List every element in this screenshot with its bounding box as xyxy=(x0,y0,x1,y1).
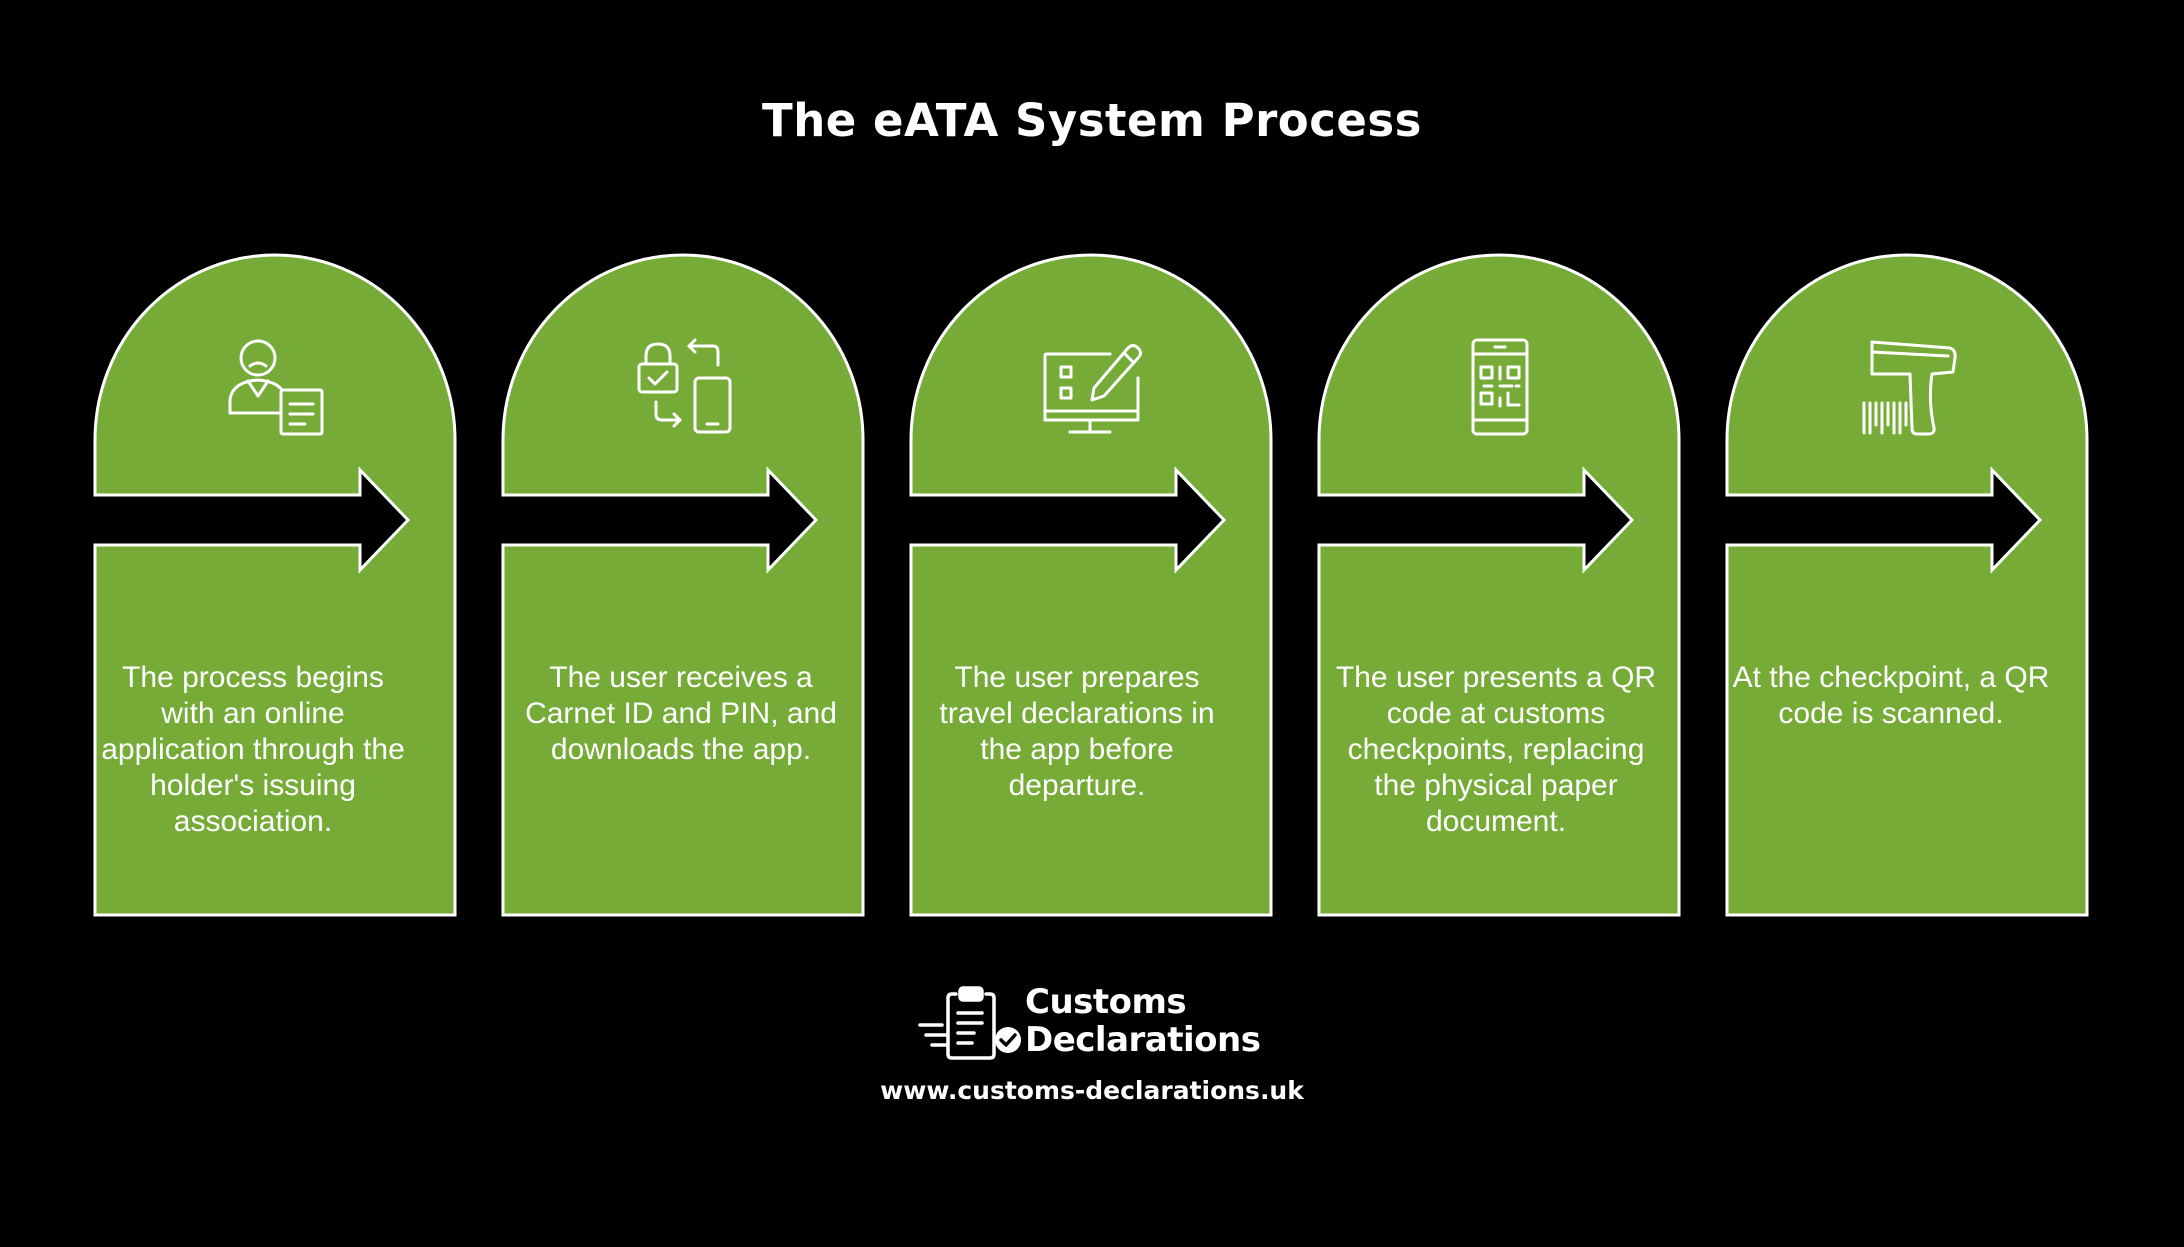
step-card-4 xyxy=(1317,253,1681,917)
diagram-title: The eATA System Process xyxy=(762,94,1422,147)
step-card-2 xyxy=(501,253,865,917)
brand-url: www.customs-declarations.uk xyxy=(880,1076,1304,1105)
barcode-scanner-icon xyxy=(1862,340,1957,436)
step-4-description: The user presents a QR code at customs c… xyxy=(1335,661,1657,838)
step-3-description: The user prepares travel declarations in… xyxy=(939,661,1215,802)
step-card-3-shape xyxy=(909,253,1273,917)
person-document-icon xyxy=(228,339,324,436)
step-1-description: The process begins with an online applic… xyxy=(101,661,405,838)
step-2-description: The user receives a Carnet ID and PIN, a… xyxy=(525,661,837,766)
phone-qr-code-icon xyxy=(1471,338,1529,436)
step-card-5-shape xyxy=(1725,253,2089,917)
step-card-3 xyxy=(909,253,1273,917)
step-card-1 xyxy=(93,253,457,917)
step-5-description: At the checkpoint, a QR code is scanned. xyxy=(1732,661,2050,730)
customs-declarations-logo-icon xyxy=(918,986,1021,1060)
lock-phone-sync-icon xyxy=(637,338,732,434)
step-card-2-shape xyxy=(501,253,865,917)
monitor-form-pencil-icon xyxy=(1043,344,1142,434)
step-card-5 xyxy=(1725,253,2089,917)
step-card-4-shape xyxy=(1317,253,1681,917)
step-card-1-shape xyxy=(93,253,457,917)
brand-name-line2: Declarations xyxy=(1025,1020,1261,1060)
brand-name-line1: Customs xyxy=(1025,982,1187,1022)
brand-name: Customs Declarations xyxy=(1025,982,1261,1060)
